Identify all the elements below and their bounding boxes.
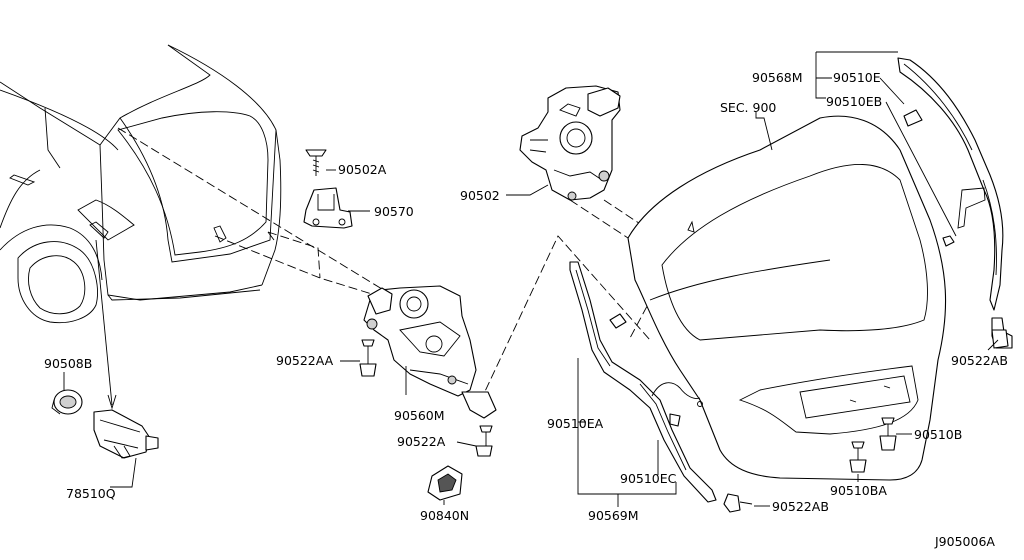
back-door-panel xyxy=(627,115,947,481)
label-90502[interactable]: 90502 xyxy=(460,188,500,203)
label-90569M[interactable]: 90569M xyxy=(588,508,639,523)
part-90560M-motor-assembly xyxy=(363,285,497,419)
label-90568M[interactable]: 90568M xyxy=(752,70,803,85)
label-90510BA[interactable]: 90510BA xyxy=(830,483,887,498)
section-reference: SEC. 900 xyxy=(720,100,776,115)
label-90522AB-right[interactable]: 90522AB xyxy=(951,353,1008,368)
part-90570-striker xyxy=(303,187,353,229)
part-90522AB-bolt-right xyxy=(991,329,1009,349)
part-90502-latch-actuator xyxy=(519,85,621,201)
label-90522AA[interactable]: 90522AA xyxy=(276,353,334,368)
label-90510B[interactable]: 90510B xyxy=(914,427,962,442)
label-90502A[interactable]: 90502A xyxy=(338,162,387,177)
label-90510EA[interactable]: 90510EA xyxy=(547,416,604,431)
diagram-id: J905006A xyxy=(934,534,995,549)
label-90510EB[interactable]: 90510EB xyxy=(826,94,882,109)
part-90510BA-bolt xyxy=(849,441,867,473)
label-90508B[interactable]: 90508B xyxy=(44,356,92,371)
part-90522AB-bolt-lower xyxy=(723,493,753,513)
label-90510EC[interactable]: 90510EC xyxy=(620,471,677,486)
label-90510E[interactable]: 90510E xyxy=(833,70,881,85)
label-90522A[interactable]: 90522A xyxy=(397,434,446,449)
part-90510EA-seal-strip xyxy=(569,261,717,503)
label-90570[interactable]: 90570 xyxy=(374,204,414,219)
leader-lines xyxy=(63,51,999,507)
part-90510B-bolt xyxy=(879,417,897,451)
part-90508B-grommet xyxy=(51,389,83,415)
part-90522A-bolt xyxy=(475,425,493,457)
label-90522AB-lower[interactable]: 90522AB xyxy=(772,499,829,514)
part-labels: 90568M 90510E 90510EB SEC. 900 90502A 90… xyxy=(44,70,1008,549)
part-90840N-clip xyxy=(427,465,463,501)
label-78510Q[interactable]: 78510Q xyxy=(66,486,116,501)
part-78510Q-fuel-actuator xyxy=(93,409,159,459)
part-90522AA-bolt xyxy=(359,339,377,377)
part-90502A-screw xyxy=(305,149,327,176)
label-90840N[interactable]: 90840N xyxy=(420,508,469,523)
label-90560M[interactable]: 90560M xyxy=(394,408,445,423)
vehicle-rear-illustration xyxy=(0,44,282,324)
